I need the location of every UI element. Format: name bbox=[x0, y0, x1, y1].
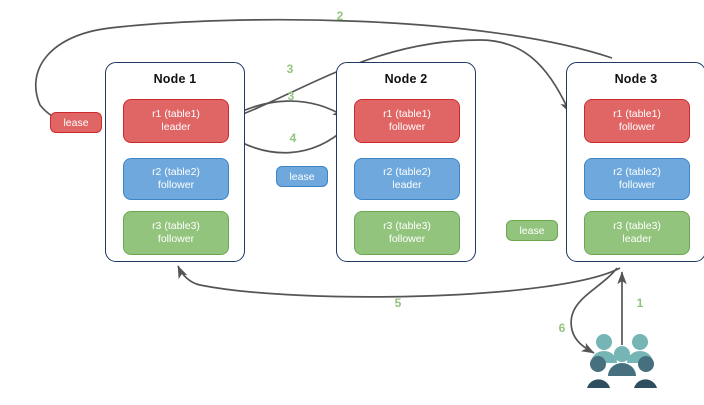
replica-name: r2 (table2) bbox=[152, 166, 200, 178]
step-label-3-upper: 3 bbox=[286, 62, 294, 76]
lease-badge-blue[interactable]: lease bbox=[276, 166, 328, 187]
node-box-1[interactable]: Node 1 r1 (table1) leader r2 (table2) fo… bbox=[105, 62, 245, 262]
step-label-2: 2 bbox=[336, 9, 344, 23]
replica-name: r3 (table3) bbox=[152, 220, 200, 232]
step-label-3-lower: 3 bbox=[287, 89, 295, 103]
edge-step-3-to-node3 bbox=[221, 39, 571, 123]
replica-name: r3 (table3) bbox=[383, 220, 431, 232]
node-box-2[interactable]: Node 2 r1 (table1) follower r2 (table2) … bbox=[336, 62, 476, 262]
users-group-icon bbox=[587, 334, 657, 388]
edge-step-2 bbox=[34, 18, 613, 124]
step-label-4: 4 bbox=[289, 131, 297, 145]
replica-r3[interactable]: r3 (table3) leader bbox=[584, 211, 690, 255]
replica-r2[interactable]: r2 (table2) follower bbox=[584, 158, 690, 200]
step-label-6: 6 bbox=[558, 321, 566, 335]
replica-r2[interactable]: r2 (table2) leader bbox=[354, 158, 460, 200]
node-box-3[interactable]: Node 3 r1 (table1) follower r2 (table2) … bbox=[566, 62, 704, 262]
replica-name: r1 (table1) bbox=[152, 108, 200, 120]
edge-step-5 bbox=[177, 265, 621, 298]
replica-role: follower bbox=[618, 179, 656, 191]
replica-r1[interactable]: r1 (table1) leader bbox=[123, 99, 229, 143]
replica-name: r2 (table2) bbox=[613, 166, 661, 178]
replica-r2[interactable]: r2 (table2) follower bbox=[123, 158, 229, 200]
replica-r3[interactable]: r3 (table3) follower bbox=[123, 211, 229, 255]
replica-r3[interactable]: r3 (table3) follower bbox=[354, 211, 460, 255]
replica-role: follower bbox=[388, 233, 426, 245]
replica-role: follower bbox=[618, 121, 656, 133]
replica-name: r1 (table1) bbox=[383, 108, 431, 120]
lease-badge-red[interactable]: lease bbox=[50, 112, 102, 133]
step-label-1: 1 bbox=[636, 296, 644, 310]
replica-role: follower bbox=[157, 233, 195, 245]
node-title: Node 3 bbox=[614, 72, 658, 86]
step-label-5: 5 bbox=[394, 296, 402, 310]
node-title: Node 1 bbox=[153, 72, 197, 86]
node-title: Node 2 bbox=[384, 72, 428, 86]
replica-role: leader bbox=[392, 179, 422, 191]
lease-badge-green[interactable]: lease bbox=[506, 220, 558, 241]
replica-name: r2 (table2) bbox=[383, 166, 431, 178]
replica-r1[interactable]: r1 (table1) follower bbox=[584, 99, 690, 143]
replica-role: leader bbox=[161, 121, 191, 133]
replica-name: r1 (table1) bbox=[613, 108, 661, 120]
replica-name: r3 (table3) bbox=[613, 220, 661, 232]
edge-step-6 bbox=[570, 267, 618, 354]
replica-r1[interactable]: r1 (table1) follower bbox=[354, 99, 460, 143]
replica-role: follower bbox=[157, 179, 195, 191]
replica-role: follower bbox=[388, 121, 426, 133]
replica-role: leader bbox=[622, 233, 652, 245]
